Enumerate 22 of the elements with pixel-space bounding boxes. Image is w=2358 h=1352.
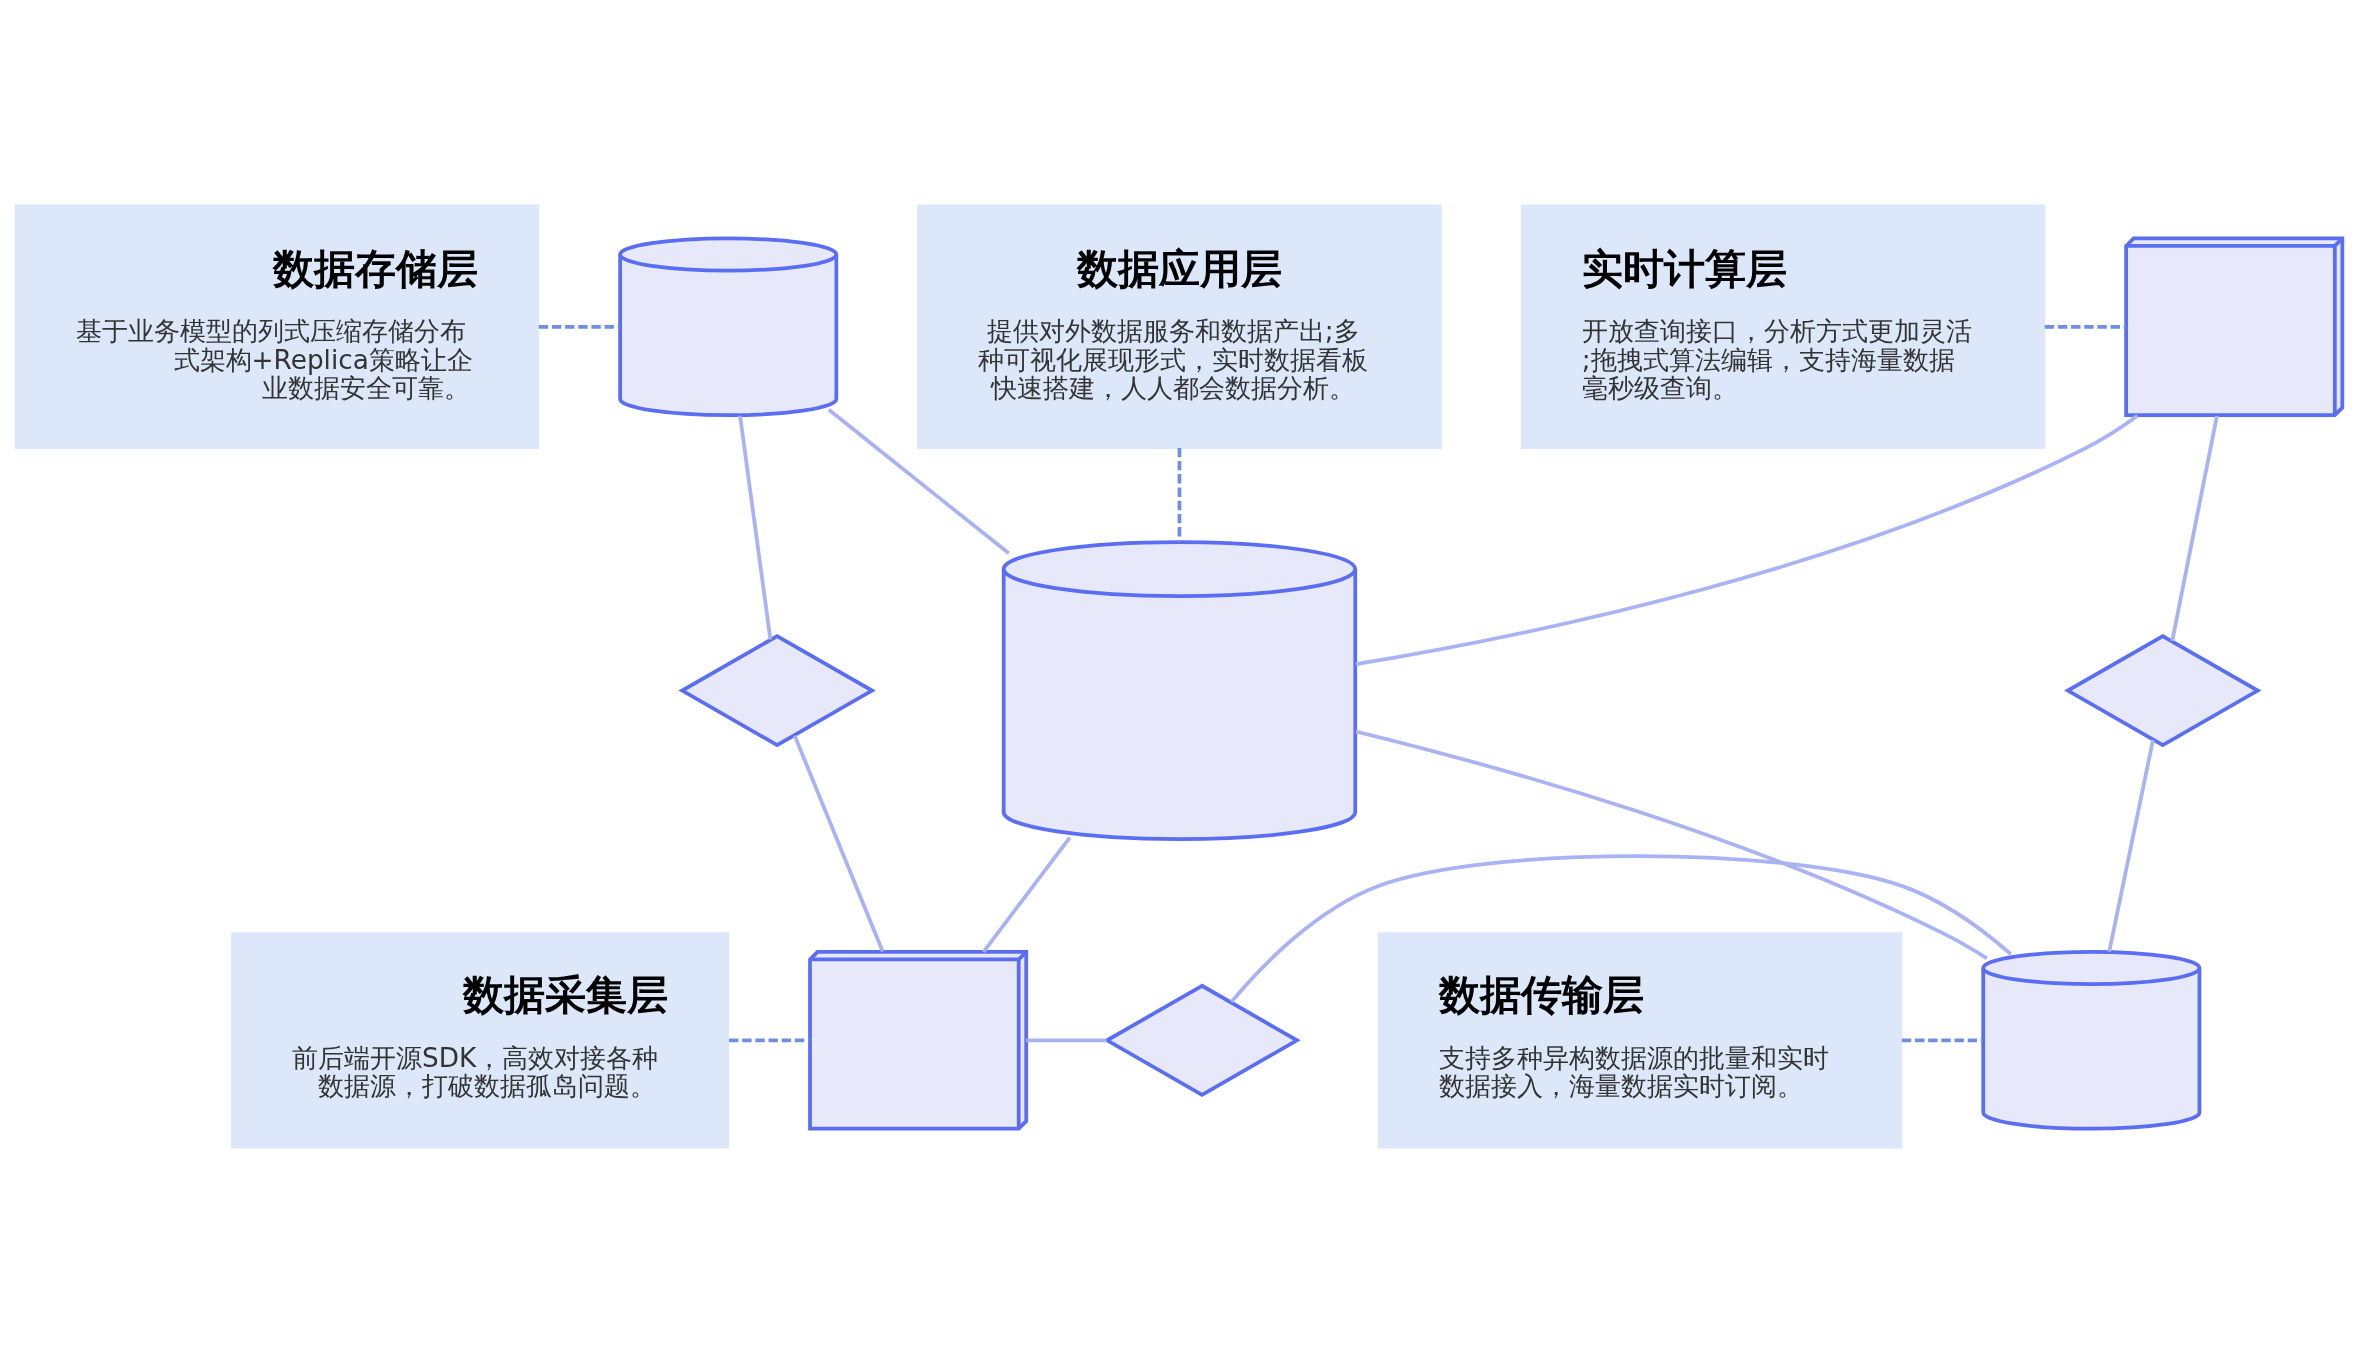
node-box: 实时计算层 开放查询接口，分析方式更加灵活;拖拽式算法编辑，支持海量数据毫秒级查询。 <box>1520 204 2046 449</box>
connector <box>1355 729 1988 960</box>
connector <box>1177 447 1182 542</box>
connector <box>1230 853 2013 1003</box>
connector <box>2044 324 2126 329</box>
node-box: 数据存储层 基于业务模型的列式压缩存储分布式架构+Replica策略让企业数据安全可靠。 <box>14 204 540 449</box>
connector <box>729 1037 810 1042</box>
connector <box>738 415 773 640</box>
node-picture <box>2064 633 2262 747</box>
connector <box>1026 1037 1107 1042</box>
node-box: 数据采集层 前后端开源SDK，高效对接各种数据源，打破数据孤岛问题。 <box>230 931 730 1148</box>
node-picture <box>678 633 876 747</box>
connector <box>982 836 1072 953</box>
connector <box>2107 738 2155 952</box>
connector <box>538 324 620 329</box>
connector <box>827 407 1010 555</box>
node-box: 数据应用层 提供对外数据服务和数据产出;多种可视化展现形式，实时数据看板快速搭建，人人都会数据分析。 <box>917 204 1442 449</box>
connector <box>1355 413 2139 666</box>
connector <box>2170 414 2219 641</box>
node-box: 数据传输层 支持多种异构数据源的批量和实时数据接入，海量数据实时订阅。 <box>1377 931 1903 1148</box>
connector <box>792 734 885 952</box>
connector <box>1901 1037 1983 1042</box>
